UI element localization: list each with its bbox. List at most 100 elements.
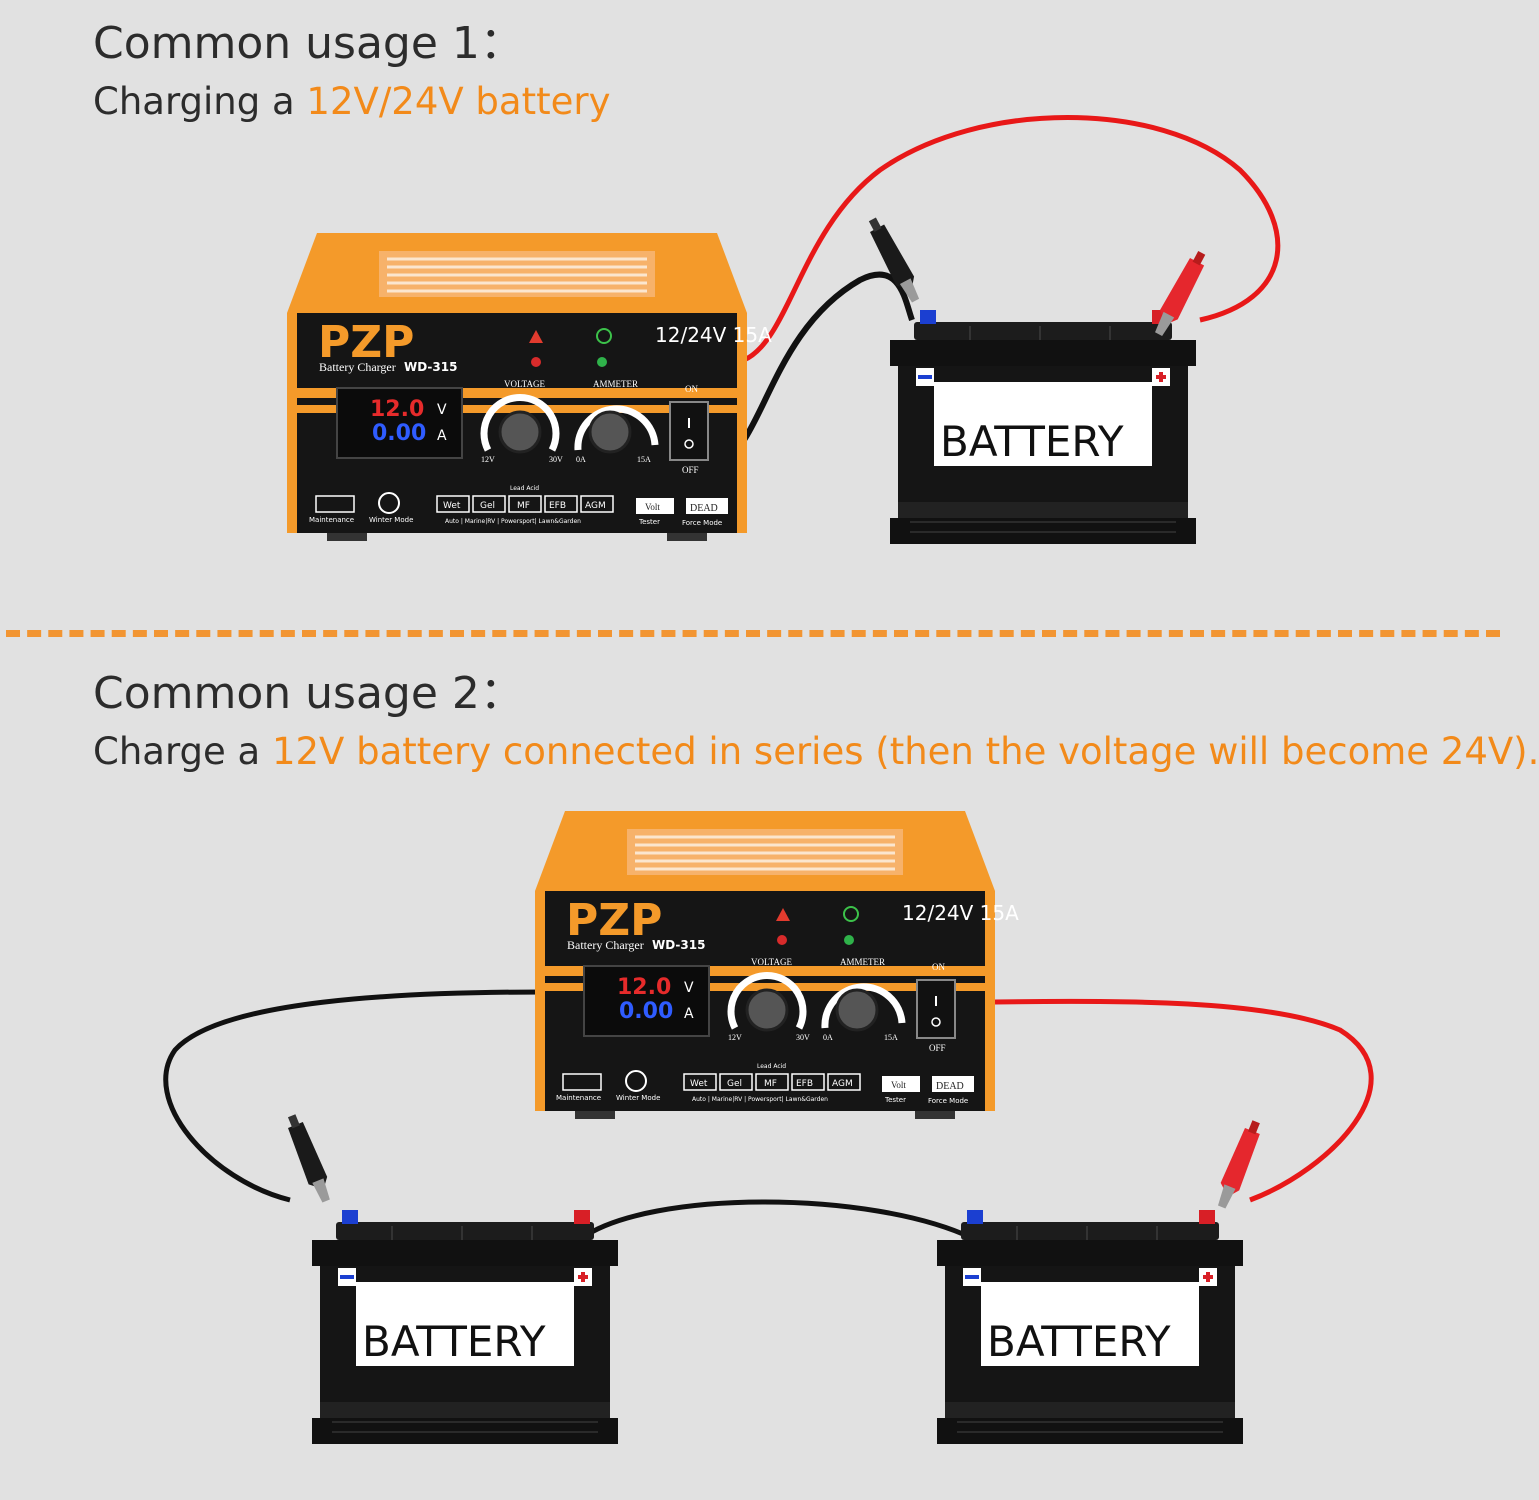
scene1-winter-mode: Winter Mode: [369, 516, 413, 524]
scene2-current-knob[interactable]: [835, 988, 879, 1032]
scene2-lead-acid: Lead Acid: [757, 1063, 786, 1070]
scene2-display-voltage: 12.0: [617, 975, 671, 1000]
scene2-voltage-knob[interactable]: [745, 988, 789, 1032]
scene1-dead-button: [686, 498, 728, 514]
scene1-mode-mf: MF: [517, 501, 530, 511]
scene2-mode-agm: AGM: [832, 1079, 853, 1089]
scene1-current-min: 0A: [576, 455, 586, 464]
scene2-power-icon: [843, 906, 859, 922]
scene1-display-voltage-unit: V: [437, 402, 447, 418]
scene2-mode-buttons: Wet Gel MF EFB AGM: [683, 1073, 861, 1091]
scene1-battery-label: BATTERY: [940, 417, 1124, 466]
scene1-mode-gel: Gel: [480, 501, 495, 511]
scene1-current-knob[interactable]: [588, 410, 632, 454]
scene1-mode-wet: Wet: [443, 501, 461, 511]
scene2-dead-button: [932, 1076, 974, 1092]
scene2-volt: Volt: [891, 1080, 906, 1090]
scene2-current-min: 0A: [823, 1033, 833, 1042]
scene2-display-current-unit: A: [684, 1006, 694, 1022]
usage1-subtitle: Charging a 12V/24V battery: [93, 83, 610, 120]
usage-diagram: Common usage 1： Charging a 12V/24V batte…: [6, 18, 1539, 1445]
scene2-mode-gel: Gel: [727, 1079, 742, 1089]
scene2-volt-button: [882, 1076, 920, 1092]
scene2-green-led: [844, 935, 854, 945]
scene1-black-clamp: [863, 214, 925, 306]
scene2-snowflake-icon: [625, 1070, 647, 1092]
scene1-black-cable: [741, 271, 915, 442]
scene1-mode-buttons: Wet Gel MF EFB AGM: [436, 495, 614, 513]
scene1-brand: PZP: [318, 317, 414, 368]
scene1-current-scale: [574, 405, 659, 451]
scene1-power-icon: [596, 328, 612, 344]
scene2-tester: Tester: [884, 1096, 906, 1104]
scene1-voltage-label: VOLTAGE: [504, 379, 545, 389]
scene1-display-current: 0.00: [372, 421, 426, 446]
scene2-maintenance-icon: [562, 1073, 602, 1091]
usage2-subtitle-prefix: Charge a: [93, 730, 272, 773]
scene1-voltage-knob[interactable]: [498, 410, 542, 454]
usage1-heading: Common usage 1：: [93, 18, 524, 69]
scene2-battery-left-label: BATTERY: [362, 1317, 546, 1366]
scene2-voltage-max: 30V: [796, 1033, 810, 1042]
scene2-mode-efb: EFB: [796, 1079, 813, 1089]
usage2-subtitle-accent: 12V battery connected in series (then th…: [271, 730, 1539, 773]
scene2-voltage-min: 12V: [728, 1033, 742, 1042]
scene2-mode-mf: MF: [764, 1079, 777, 1089]
scene1-voltage-min: 12V: [481, 455, 495, 464]
scene2-display-current: 0.00: [619, 999, 673, 1024]
scene2-voltage-scale: [727, 972, 807, 1030]
scene2-dead: DEAD: [936, 1081, 964, 1092]
usage1-subtitle-prefix: Charging a: [93, 80, 307, 123]
scene1-tester: Tester: [638, 518, 660, 526]
scene2-display-voltage-unit: V: [684, 980, 694, 996]
scene1-volt: Volt: [645, 502, 660, 512]
scene1-red-clamp: [1149, 248, 1211, 339]
scene2-voltage-label: VOLTAGE: [751, 957, 792, 967]
scene2-winter-mode: Winter Mode: [616, 1094, 660, 1102]
section-divider: [6, 630, 1500, 637]
scene1-display-voltage: 12.0: [370, 397, 424, 422]
scene1-current-max: 15A: [637, 455, 651, 464]
usage2-heading: Common usage 2：: [93, 668, 524, 719]
scene2-power-switch[interactable]: [916, 979, 956, 1039]
scene2-brand: PZP: [566, 895, 662, 946]
scene1-snowflake-icon: [378, 492, 400, 514]
scene1-switch-off: OFF: [682, 465, 699, 475]
scene2-black-cable: [163, 989, 546, 1203]
scene1-lead-acid: Lead Acid: [510, 485, 539, 492]
scene2-force-mode: Force Mode: [928, 1097, 968, 1105]
scene2-current-scale: [821, 983, 906, 1029]
scene2-black-clamp: [282, 1111, 336, 1205]
scene1-power-switch[interactable]: [669, 401, 709, 461]
scene1-switch-on: ON: [685, 384, 698, 394]
usage2-subtitle: Charge a 12V battery connected in series…: [93, 733, 1539, 770]
scene2-battery-right-label: BATTERY: [987, 1317, 1171, 1366]
scene1-green-led: [597, 357, 607, 367]
scene2-ammeter-label: AMMETER: [840, 957, 885, 967]
scene1-warning-icon: [529, 330, 543, 343]
scene2-red-led: [777, 935, 787, 945]
scene2-charger-face: PZP Battery Charger WD-315 12/24V 15A 12…: [556, 895, 1019, 1105]
scene2-warning-icon: [776, 908, 790, 921]
scene2-mode-wet: Wet: [690, 1079, 708, 1089]
scene1-maintenance: Maintenance: [309, 516, 354, 524]
scene1-maintenance-icon: [315, 495, 355, 513]
scene1-mode-efb: EFB: [549, 501, 566, 511]
scene2-red-cable: [994, 998, 1374, 1203]
scene2-model: WD-315: [652, 938, 705, 952]
scene1-applications: Auto | Marine|RV | Powersport| Lawn&Gard…: [445, 518, 581, 525]
scene2-model-prefix: Battery Charger: [567, 938, 644, 952]
scene2-switch-on: ON: [932, 962, 945, 972]
scene1-display: [336, 387, 463, 459]
scene1-volt-button: [636, 498, 674, 514]
scene1-force-mode: Force Mode: [682, 519, 722, 527]
scene2-display: [583, 965, 710, 1037]
scene1-voltage-scale: [480, 394, 560, 452]
scene1-red-led: [531, 357, 541, 367]
usage1-subtitle-accent: 12V/24V battery: [306, 80, 611, 123]
scene1-ammeter-label: AMMETER: [593, 379, 638, 389]
scene1-red-cable: [742, 115, 1281, 363]
scene2-current-max: 15A: [884, 1033, 898, 1042]
scene2-rating: 12/24V 15A: [902, 901, 1019, 925]
scene1-model-prefix: Battery Charger: [319, 360, 396, 374]
